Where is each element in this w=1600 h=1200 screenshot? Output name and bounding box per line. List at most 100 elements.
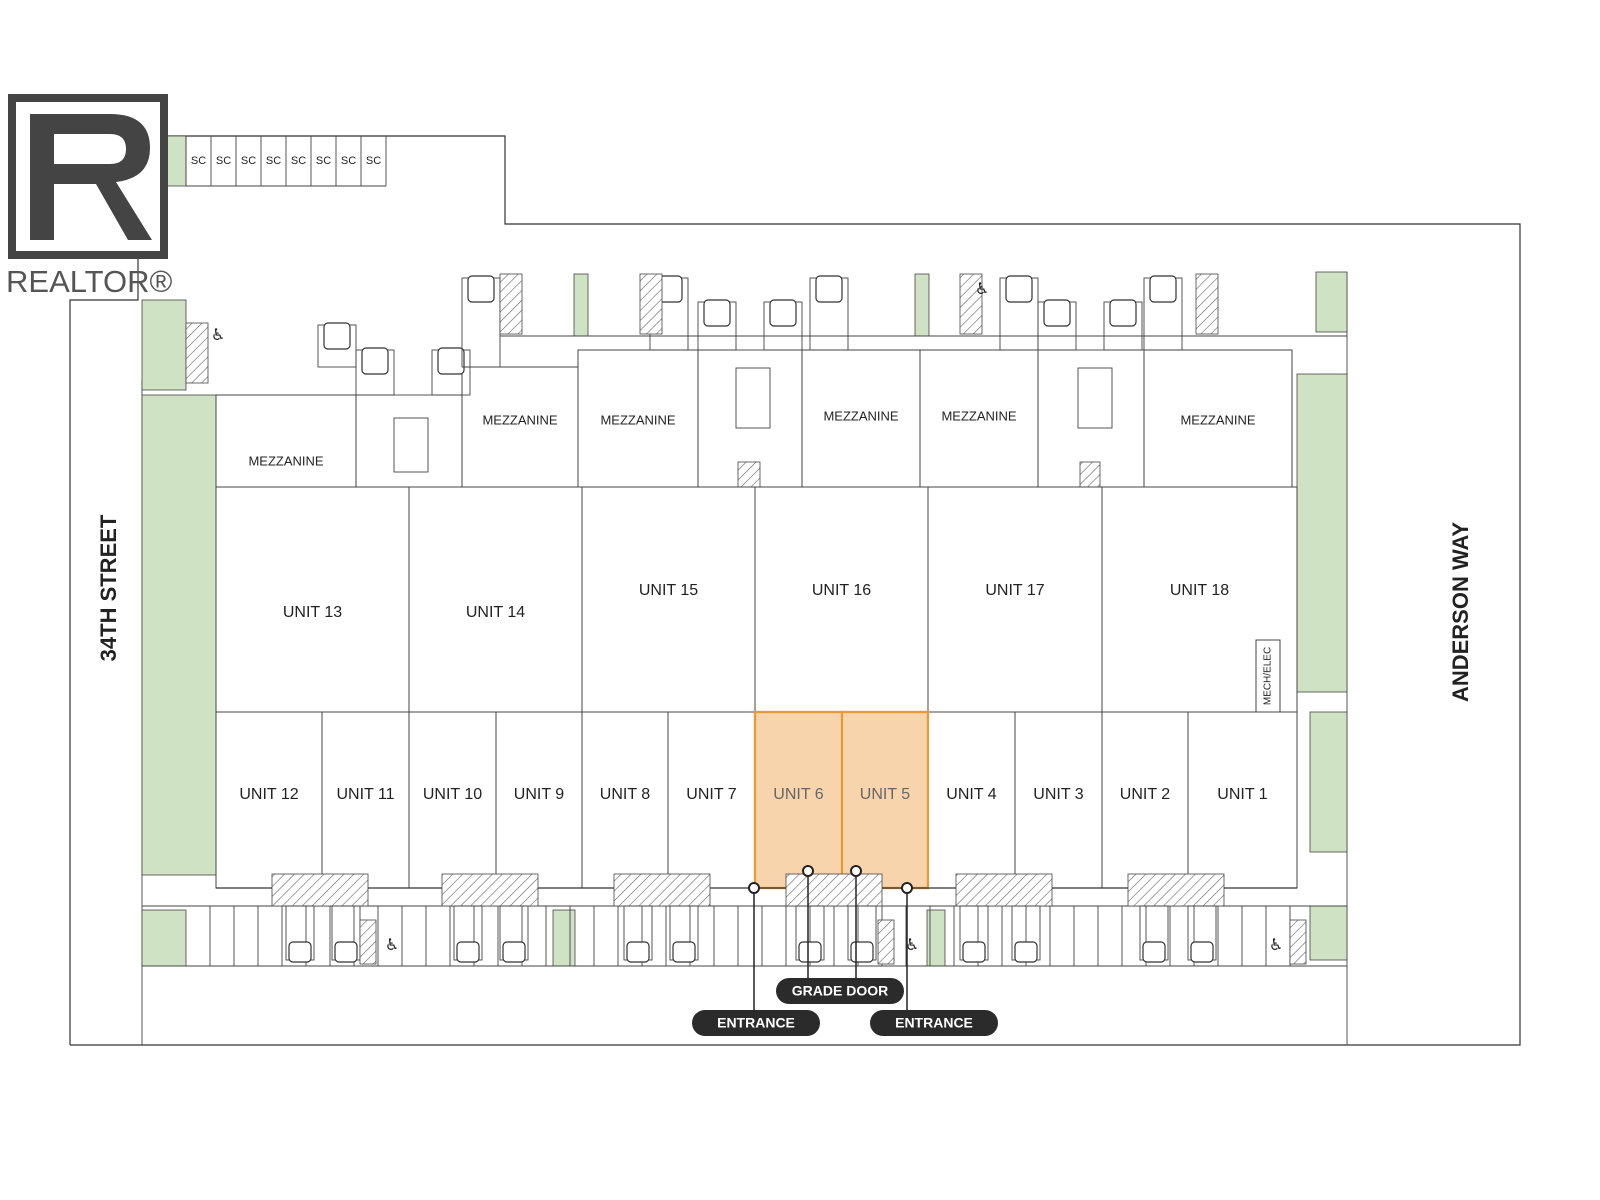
entrance-right-text: ENTRANCE xyxy=(895,1015,973,1031)
landscaping xyxy=(141,135,1348,967)
accessible-icon: ♿ xyxy=(1269,937,1283,954)
unit-3-label: UNIT 3 xyxy=(1033,786,1083,803)
hatched-area xyxy=(877,919,895,965)
grade-door-marker-1 xyxy=(802,865,814,877)
unit-9-label: UNIT 9 xyxy=(514,786,564,803)
truck-icon xyxy=(1190,941,1214,963)
accessible-icon: ♿ xyxy=(385,937,399,954)
hatched-area xyxy=(639,273,663,335)
truck-icon xyxy=(626,941,650,963)
hatched-area xyxy=(359,919,377,965)
loading-bay-apron xyxy=(1127,873,1225,907)
unit-14 xyxy=(408,486,583,713)
accessible-icon: ♿ xyxy=(905,937,919,954)
sc-stall-label: SC xyxy=(341,155,356,167)
loading-bay-apron xyxy=(441,873,539,907)
site-boundary xyxy=(69,135,1521,1046)
truck-icon xyxy=(703,299,731,327)
realtor-logo: REALTOR® xyxy=(6,94,173,299)
unit-9 xyxy=(495,711,583,889)
callouts: GRADE DOOR ENTRANCE ENTRANCE xyxy=(692,865,998,1036)
mezzanine-label: MEZZANINE xyxy=(248,453,323,468)
truck-icon xyxy=(815,275,843,303)
loading-bay-apron xyxy=(271,873,369,907)
truck-icon xyxy=(672,941,696,963)
sc-stall-label: SC xyxy=(216,155,231,167)
unit-10 xyxy=(408,711,497,889)
entrance-left-tag xyxy=(692,1010,820,1036)
truck-icon xyxy=(769,299,797,327)
mech-elec-room: MECH/ELEC xyxy=(1255,639,1281,713)
unit-8-label: UNIT 8 xyxy=(600,786,650,803)
grade-door-text: GRADE DOOR xyxy=(792,983,888,999)
upper-parking: ♿♿ xyxy=(185,273,1347,396)
sc-stall-label: SC xyxy=(316,155,331,167)
unit-17-label: UNIT 17 xyxy=(985,582,1044,599)
sc-stall-label: SC xyxy=(291,155,306,167)
street-label-left: 34TH STREET xyxy=(96,514,121,661)
mezzanine-label: MEZZANINE xyxy=(600,412,675,427)
mezzanine-labels: MEZZANINE MEZZANINE MEZZANINE MEZZANINE MEZZ… xyxy=(248,408,1255,468)
truck-icon xyxy=(850,941,874,963)
truck-icon xyxy=(1109,299,1137,327)
unit-16-label: UNIT 16 xyxy=(812,582,871,599)
truck-icon xyxy=(1142,941,1166,963)
loading-bay-apron xyxy=(955,873,1053,907)
sc-stall-label: SC xyxy=(266,155,281,167)
truck-icon xyxy=(361,347,389,375)
mezzanine-label: MEZZANINE xyxy=(1180,412,1255,427)
unit-12 xyxy=(215,711,323,889)
unit-8 xyxy=(581,711,669,889)
mech-elec-label: MECH/ELEC xyxy=(1263,647,1274,705)
truck-icon xyxy=(962,941,986,963)
unit-15-label: UNIT 15 xyxy=(639,582,698,599)
truck-icon xyxy=(1005,275,1033,303)
grade-door-marker-2 xyxy=(850,865,862,877)
truck-icon xyxy=(437,347,465,375)
unit-2 xyxy=(1101,711,1189,889)
mezzanine-label: MEZZANINE xyxy=(941,408,1016,423)
truck-icon xyxy=(456,941,480,963)
sc-stall-label: SC xyxy=(366,155,381,167)
unit-12-label: UNIT 12 xyxy=(239,786,298,803)
truck-icon xyxy=(798,941,822,963)
unit-4-label: UNIT 4 xyxy=(946,786,996,803)
unit-1 xyxy=(1187,711,1298,889)
unit-6-label: UNIT 6 xyxy=(773,786,823,803)
entrance-right-tag xyxy=(870,1010,998,1036)
unit-5-label: UNIT 5 xyxy=(860,786,910,803)
hatched-area xyxy=(959,273,983,335)
mezzanine-label: MEZZANINE xyxy=(823,408,898,423)
truck-icon xyxy=(467,275,495,303)
unit-13 xyxy=(215,486,410,713)
hatched-area xyxy=(499,273,523,335)
truck-icon xyxy=(288,941,312,963)
unit-17 xyxy=(927,486,1103,713)
entrance-left-text: ENTRANCE xyxy=(717,1015,795,1031)
sc-stall-label: SC xyxy=(191,155,206,167)
truck-icon xyxy=(323,322,351,350)
hatched-area xyxy=(1195,273,1219,335)
sc-parking-row: SC SC SC SC SC SC SC SC xyxy=(185,136,387,187)
accessible-icon: ♿ xyxy=(975,281,989,298)
accessible-icon: ♿ xyxy=(211,327,225,344)
mezzanine-label: MEZZANINE xyxy=(482,412,557,427)
street-label-right: ANDERSON WAY xyxy=(1448,522,1473,702)
truck-icon xyxy=(334,941,358,963)
unit-15 xyxy=(581,486,756,713)
grade-door-tag xyxy=(776,978,904,1004)
unit-11-label: UNIT 11 xyxy=(336,786,394,803)
unit-16 xyxy=(754,486,929,713)
entrance-right-marker xyxy=(901,882,913,894)
unit-7-label: UNIT 7 xyxy=(686,786,736,803)
entrance-left-marker xyxy=(748,882,760,894)
truck-icon xyxy=(1149,275,1177,303)
lower-parking: ♿ ♿ ♿ xyxy=(142,873,1347,967)
grade-door-apron xyxy=(785,873,883,907)
sc-stall-label: SC xyxy=(241,155,256,167)
truck-icon xyxy=(1043,299,1071,327)
unit-1-label: UNIT 1 xyxy=(1217,786,1267,803)
